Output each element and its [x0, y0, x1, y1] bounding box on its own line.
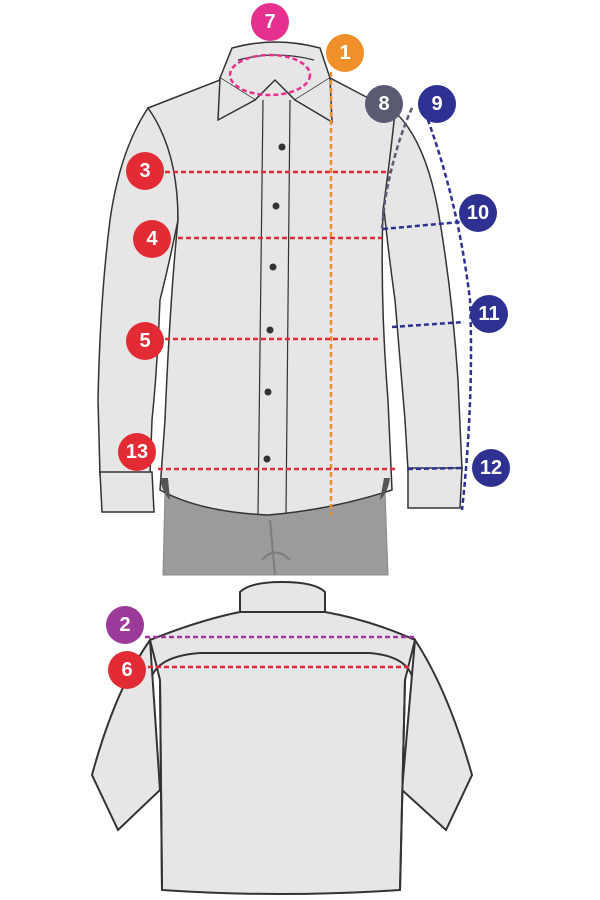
marker-13: 13: [118, 433, 156, 471]
marker-9-label: 9: [431, 93, 442, 115]
collar-measure-line: [228, 53, 312, 97]
yoke-seam: [151, 652, 413, 677]
marker-1-label: 1: [339, 42, 350, 64]
back-right-sleeve: [400, 637, 474, 832]
collar: [219, 41, 331, 101]
marker-10: 10: [459, 194, 497, 232]
marker-2: 2: [106, 606, 144, 644]
marker-3-label: 3: [139, 160, 150, 182]
front-shirt-view: 7 1 8 9 3 10 4 11: [97, 3, 510, 576]
marker-8: 8: [365, 85, 403, 123]
marker-2-label: 2: [119, 614, 130, 636]
marker-6-label: 6: [121, 659, 132, 681]
marker-10-label: 10: [467, 202, 489, 224]
shoulder-point-measure-line: [380, 107, 414, 229]
shirt-body: [146, 77, 396, 516]
marker-12: 12: [472, 449, 510, 487]
front-buttons: [263, 143, 286, 463]
right-sleeve: [382, 110, 463, 471]
marker-11-label: 11: [478, 303, 499, 325]
forearm-measure-line: [391, 320, 465, 329]
bicep-measure-line: [382, 220, 461, 231]
marker-7-label: 7: [264, 11, 275, 33]
placket: [257, 99, 291, 516]
marker-7: 7: [251, 3, 289, 41]
marker-13-label: 13: [126, 441, 148, 463]
marker-4-label: 4: [146, 228, 158, 250]
marker-6: 6: [108, 651, 146, 689]
back-shirt-view: 2 6: [90, 580, 474, 895]
left-sleeve: [97, 106, 179, 476]
back-collar: [239, 580, 326, 613]
marker-9: 9: [418, 85, 456, 123]
marker-5: 5: [126, 322, 164, 360]
marker-8-label: 8: [378, 93, 389, 115]
right-cuff: [407, 467, 463, 509]
marker-1: 1: [326, 34, 364, 72]
marker-4: 4: [133, 220, 171, 258]
marker-12-label: 12: [480, 457, 502, 479]
sleeve-length-measure-line: [423, 111, 473, 511]
marker-3: 3: [126, 152, 164, 190]
cuff-measure-line: [407, 466, 463, 471]
left-cuff: [99, 471, 155, 513]
marker-11: 11: [470, 295, 508, 333]
marker-5-label: 5: [139, 330, 150, 352]
